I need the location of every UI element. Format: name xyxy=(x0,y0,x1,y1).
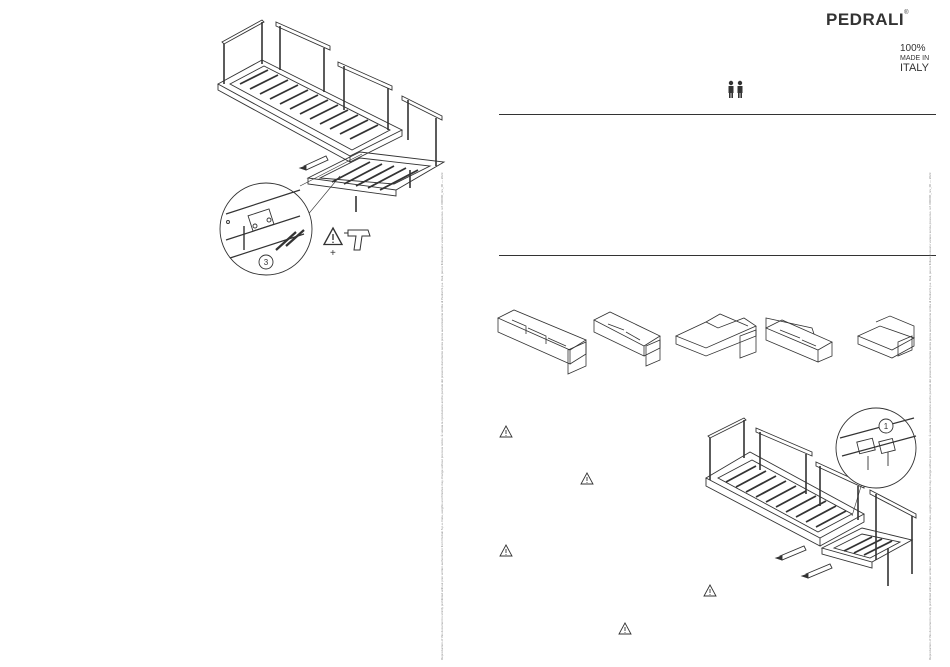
warning-icon xyxy=(499,544,513,557)
step-3-label: 3 xyxy=(264,258,269,267)
step-number-badge-1 xyxy=(878,418,894,434)
divider-middle xyxy=(499,255,936,256)
power-drill-icon xyxy=(344,229,371,251)
sofa-configuration-3-seat xyxy=(593,311,661,367)
sofa-configuration-armless xyxy=(765,317,833,363)
warning-icon xyxy=(580,472,594,485)
warning-icon xyxy=(323,227,343,246)
step-1-label: 1 xyxy=(884,422,889,431)
warning-icon xyxy=(703,584,717,597)
sofa-configuration-corner xyxy=(674,313,757,359)
sofa-configuration-chaise xyxy=(856,315,915,359)
frame-assembly-drawing-bottom xyxy=(705,417,917,586)
two-people-icon xyxy=(728,80,743,98)
step-number-badge-3 xyxy=(258,254,274,270)
detail-zoom-circle-1 xyxy=(835,407,917,489)
frame-assembly-drawing-top xyxy=(217,19,446,271)
brand-logo: PEDRALI® xyxy=(826,10,910,29)
warning-icon xyxy=(499,425,513,438)
divider-top xyxy=(499,114,936,115)
detail-zoom-circle-3 xyxy=(219,182,313,276)
made-in-italy-badge: 100% MADE IN ITALY xyxy=(900,43,930,74)
warning-icon xyxy=(618,622,632,635)
plus-sign: + xyxy=(330,248,336,259)
sofa-configuration-4-seat xyxy=(497,309,587,375)
